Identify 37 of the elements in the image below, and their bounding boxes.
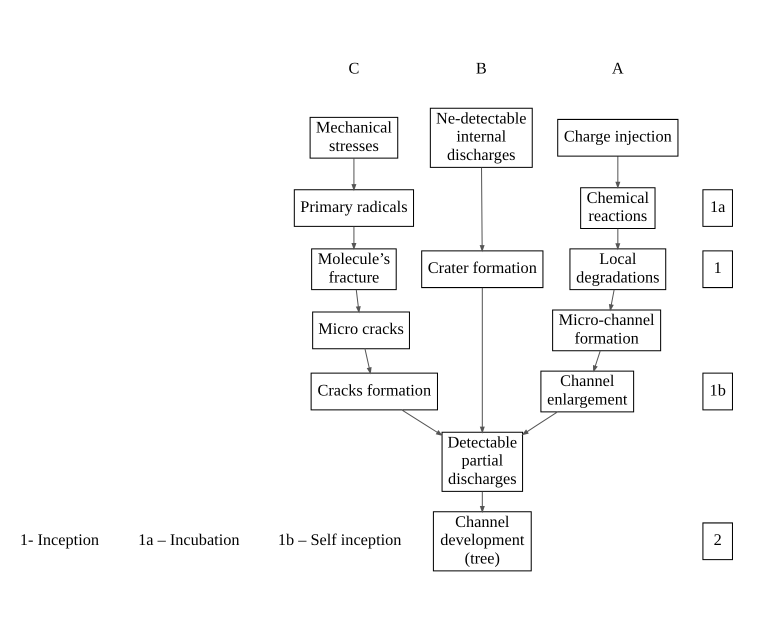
node-box: Micro cracks	[312, 311, 410, 349]
node-box: 1a	[702, 188, 732, 226]
label: B	[475, 58, 486, 77]
arrow	[614, 228, 620, 250]
arrow	[592, 350, 600, 372]
node-box: Molecule’s fracture	[310, 248, 396, 290]
arrow	[401, 408, 443, 436]
node-box: Crater formation	[420, 250, 543, 288]
node-box: 1b	[702, 372, 732, 410]
node-box: Primary radicals	[293, 188, 414, 226]
arrow	[350, 158, 356, 191]
arrow	[350, 226, 356, 250]
node-box: 2	[702, 522, 732, 560]
node-box: Local degradations	[568, 248, 666, 290]
node-box: Micro-channel formation	[552, 308, 661, 351]
node-box: Channel development (tree)	[432, 510, 532, 571]
arrow	[355, 289, 360, 313]
label: C	[348, 58, 359, 77]
arrow	[614, 156, 620, 188]
node-box: Chemical reactions	[580, 186, 656, 228]
arrow	[608, 289, 614, 311]
arrow	[520, 410, 558, 435]
node-box: Ne-detectable internal discharges	[429, 107, 532, 168]
node-box: Cracks formation	[310, 372, 438, 410]
arrow	[479, 287, 484, 434]
node-box: Detectable partial discharges	[441, 431, 523, 492]
label: 1- Inception	[19, 530, 99, 549]
label: A	[611, 58, 624, 77]
node-box: Channel enlargement	[540, 370, 634, 412]
arrow	[479, 167, 484, 252]
node-box: Charge injection	[556, 118, 678, 156]
label: 1a – Incubation	[138, 530, 240, 549]
node-box: Mechanical stresses	[309, 116, 398, 158]
arrow	[364, 348, 372, 374]
arrow	[479, 491, 484, 513]
node-box: 1	[702, 250, 732, 288]
label: 1b – Self inception	[277, 530, 401, 549]
